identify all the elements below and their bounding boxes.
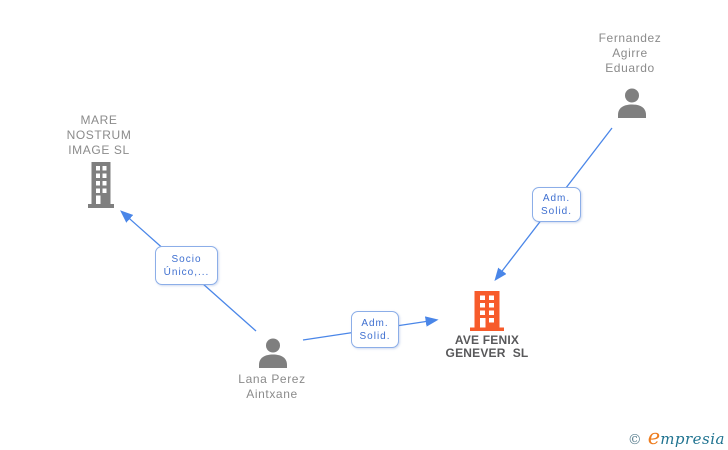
node-label-line: MARE	[80, 113, 118, 127]
node-label-line: NOSTRUM	[66, 128, 132, 142]
node-label: MARE NOSTRUM IMAGE SL	[44, 113, 154, 158]
node-label: Lana Perez Aintxane	[217, 372, 327, 402]
node-label: AVE FENIX GENEVER SL	[430, 334, 544, 360]
node-label: Fernandez Agirre Eduardo	[575, 31, 685, 76]
node-label-line: GENEVER SL	[445, 346, 529, 360]
edge-label-line: Adm.	[361, 317, 389, 329]
brand-text: mpresia	[660, 430, 725, 448]
node-label-line: Aintxane	[246, 387, 298, 401]
brand-letter-e: e	[647, 425, 661, 449]
node-label-line: Lana Perez	[238, 372, 306, 386]
node-label-line: AVE FENIX	[454, 333, 520, 347]
edge-label-line: Adm.	[542, 192, 571, 204]
node-label-line: Agirre	[612, 46, 648, 60]
node-label-line: Fernandez	[598, 31, 662, 45]
person-icon	[618, 88, 646, 118]
node-label-line: IMAGE SL	[68, 143, 130, 157]
empresia-logo[interactable]: © e mpresia	[627, 425, 725, 449]
company-building-icon	[88, 162, 114, 208]
edge-label-line: Único,...	[163, 266, 210, 278]
person-icon	[259, 338, 287, 368]
edge-label-adm-solid-lana[interactable]: Adm. Solid.	[351, 311, 399, 348]
edge-label-adm-solid-fernandez[interactable]: Adm. Solid.	[532, 187, 581, 222]
node-label-line: Eduardo	[605, 61, 655, 75]
edge-label-line: Solid.	[540, 205, 572, 217]
edge-label-socio-unico[interactable]: Socio Único,...	[155, 246, 218, 285]
edge-label-line: Socio	[171, 253, 202, 265]
edge-label-line: Solid.	[359, 330, 391, 342]
copyright-icon: ©	[627, 432, 642, 448]
company-building-icon-highlighted	[470, 291, 504, 331]
